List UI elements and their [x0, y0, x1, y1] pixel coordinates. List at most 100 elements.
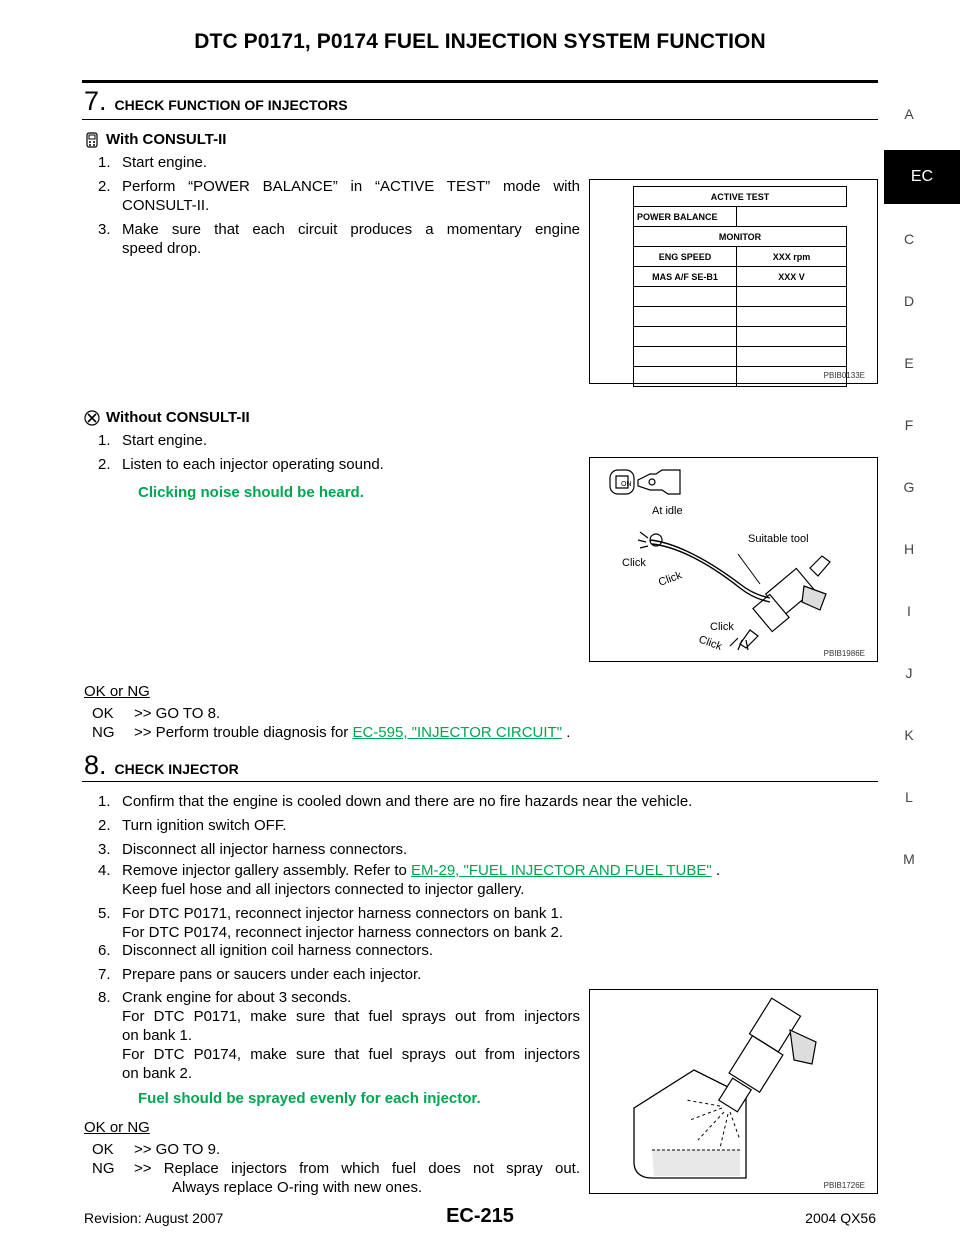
ng-tail: . — [562, 724, 571, 741]
step7-title: CHECK FUNCTION OF INJECTORS — [114, 97, 348, 113]
ng-text: >> Replace injectors from which fuel doe… — [134, 1160, 580, 1177]
with-consult-heading: With CONSULT-II — [84, 130, 226, 149]
model-text: 2004 QX56 — [805, 1210, 876, 1226]
list-text: Turn ignition switch OFF. — [122, 817, 287, 834]
list-text: Perform “POWER BALANCE” in “ACTIVE TEST”… — [122, 178, 580, 195]
list-text-cont: CONSULT-II. — [122, 197, 210, 214]
list-text-cont: For DTC P0174, reconnect injector harnes… — [122, 924, 564, 941]
list-item: 2.Listen to each injector operating soun… — [98, 455, 384, 474]
figure-code: PBIB1726E — [823, 1181, 865, 1190]
revision-text: Revision: August 2007 — [84, 1210, 224, 1226]
sidebar-item-m[interactable]: M — [903, 851, 915, 867]
sidebar-item-d[interactable]: D — [903, 293, 915, 309]
sidebar-item-j[interactable]: J — [905, 665, 913, 681]
list-number: 1. — [98, 154, 111, 171]
step7-rule — [82, 119, 878, 120]
ok-key: OK — [92, 1141, 114, 1158]
list-number: 4. — [98, 862, 111, 879]
step8-rule — [82, 781, 878, 782]
sidebar-item-f[interactable]: F — [904, 417, 914, 433]
ng-row: NG >> Replace injectors from which fuel d… — [92, 1159, 580, 1197]
list-item: 1. Start engine. — [98, 431, 207, 450]
list-number: 3. — [98, 841, 111, 858]
ok-text: >> GO TO 8. — [134, 705, 221, 722]
sidebar-item-k[interactable]: K — [904, 727, 914, 743]
sidebar-item-ec-active[interactable]: EC — [884, 150, 960, 204]
ok-ng-label: OK or NG — [84, 683, 150, 700]
list-number: 1. — [98, 793, 111, 810]
figure-code: PBIB0133E — [823, 371, 865, 380]
page-number: EC-215 — [446, 1205, 514, 1227]
ok-ng-label: OK or NG — [84, 1119, 150, 1136]
without-consult-label: Without CONSULT-II — [106, 409, 250, 426]
list-number: 6. — [98, 942, 111, 959]
injector-circuit-link[interactable]: EC-595, "INJECTOR CIRCUIT" — [352, 724, 563, 741]
injector-sound-illustration: At idle Suitable tool Click Click Click … — [609, 469, 831, 654]
list-item: 7.Prepare pans or saucers under each inj… — [98, 965, 421, 984]
step8-number: 8. — [84, 750, 107, 780]
list-item: 2. Perform “POWER BALANCE” in “ACTIVE TES… — [98, 177, 580, 215]
fuel-spray-illustration — [633, 997, 817, 1179]
list-text: Confirm that the engine is cooled down a… — [122, 793, 693, 810]
sidebar-item-i[interactable]: I — [907, 603, 911, 619]
monitor-cell: MONITOR — [633, 226, 847, 247]
step8-title: CHECK INJECTOR — [114, 761, 239, 777]
fuel-spray-note: Fuel should be sprayed evenly for each i… — [138, 1090, 481, 1107]
ok-text: >> GO TO 9. — [134, 1141, 221, 1158]
list-number: 2. — [98, 456, 111, 473]
list-text: Remove injector gallery assembly. Refer … — [122, 862, 411, 879]
list-item: 3. Disconnect all injector harness connec… — [98, 840, 407, 859]
list-number: 3. — [98, 221, 111, 238]
clicking-noise-note: Clicking noise should be heard. — [138, 484, 364, 501]
list-item: 1. Confirm that the engine is cooled down… — [98, 792, 692, 811]
mas-value: XXX V — [736, 266, 847, 287]
list-text: Make sure that each circuit produces a m… — [122, 221, 580, 238]
sidebar-item-l[interactable]: L — [905, 789, 913, 805]
list-number: 7. — [98, 966, 111, 983]
active-test-header: ACTIVE TEST — [633, 186, 847, 207]
figure-active-test: ACTIVE TEST POWER BALANCE MONITOR ENG SP… — [589, 179, 878, 387]
click-label-1: Click — [622, 557, 646, 569]
list-number: 5. — [98, 905, 111, 922]
sidebar-item-c[interactable]: C — [903, 231, 915, 247]
sidebar-item-g[interactable]: G — [903, 479, 915, 495]
list-item: 5. For DTC P0171, reconnect injector harn… — [98, 904, 563, 942]
list-text: Disconnect all injector harness connecto… — [122, 841, 408, 858]
without-consult-heading: Without CONSULT-II — [84, 408, 250, 427]
ng-key: NG — [92, 1160, 115, 1177]
click-label-4: Click — [697, 634, 724, 654]
fuel-injector-link[interactable]: EM-29, "FUEL INJECTOR AND FUEL TUBE" — [411, 862, 712, 879]
suitable-tool-label: Suitable tool — [748, 533, 809, 545]
figure-fuel-spray: PBIB1726E — [589, 989, 878, 1194]
list-number: 2. — [98, 178, 111, 195]
consult-tool-icon — [86, 131, 98, 148]
list-text: Crank engine for about 3 seconds. — [122, 989, 352, 1006]
figure-code: PBIB1986E — [823, 649, 865, 658]
at-idle-label: At idle — [652, 505, 683, 517]
list-item: 6.Disconnect all ignition coil harness c… — [98, 941, 433, 960]
no-consult-icon — [84, 409, 100, 426]
sidebar-item-a[interactable]: A — [904, 106, 914, 122]
ok-row: OK>> GO TO 8. — [92, 704, 220, 723]
with-consult-label: With CONSULT-II — [106, 131, 227, 148]
eng-speed-cell: ENG SPEED — [633, 246, 737, 267]
list-text: For DTC P0171, reconnect injector harnes… — [122, 905, 564, 922]
list-item: 2.Turn ignition switch OFF. — [98, 816, 287, 835]
list-text-cont: Keep fuel hose and all injectors connect… — [122, 881, 525, 898]
step8-heading: 8. CHECK INJECTOR — [84, 752, 239, 779]
list-text: Start engine. — [122, 154, 208, 171]
click-label-3: Click — [710, 621, 734, 633]
power-balance-cell: POWER BALANCE — [633, 206, 737, 227]
on-label: ON — [621, 481, 632, 488]
list-number: 1. — [98, 432, 111, 449]
list-tail: . — [711, 862, 721, 879]
sidebar-item-h[interactable]: H — [903, 541, 915, 557]
list-text: Start engine. — [122, 432, 208, 449]
list-number: 8. — [98, 989, 111, 1006]
active-test-table: ACTIVE TEST POWER BALANCE MONITOR ENG SP… — [633, 186, 847, 387]
click-label-2: Click — [657, 569, 684, 589]
figure-injector-sound: At idle Suitable tool Click Click Click … — [589, 457, 878, 662]
sidebar-item-e[interactable]: E — [904, 355, 914, 371]
mas-cell: MAS A/F SE-B1 — [633, 266, 737, 287]
ok-row: OK >> GO TO 9. — [92, 1140, 220, 1159]
